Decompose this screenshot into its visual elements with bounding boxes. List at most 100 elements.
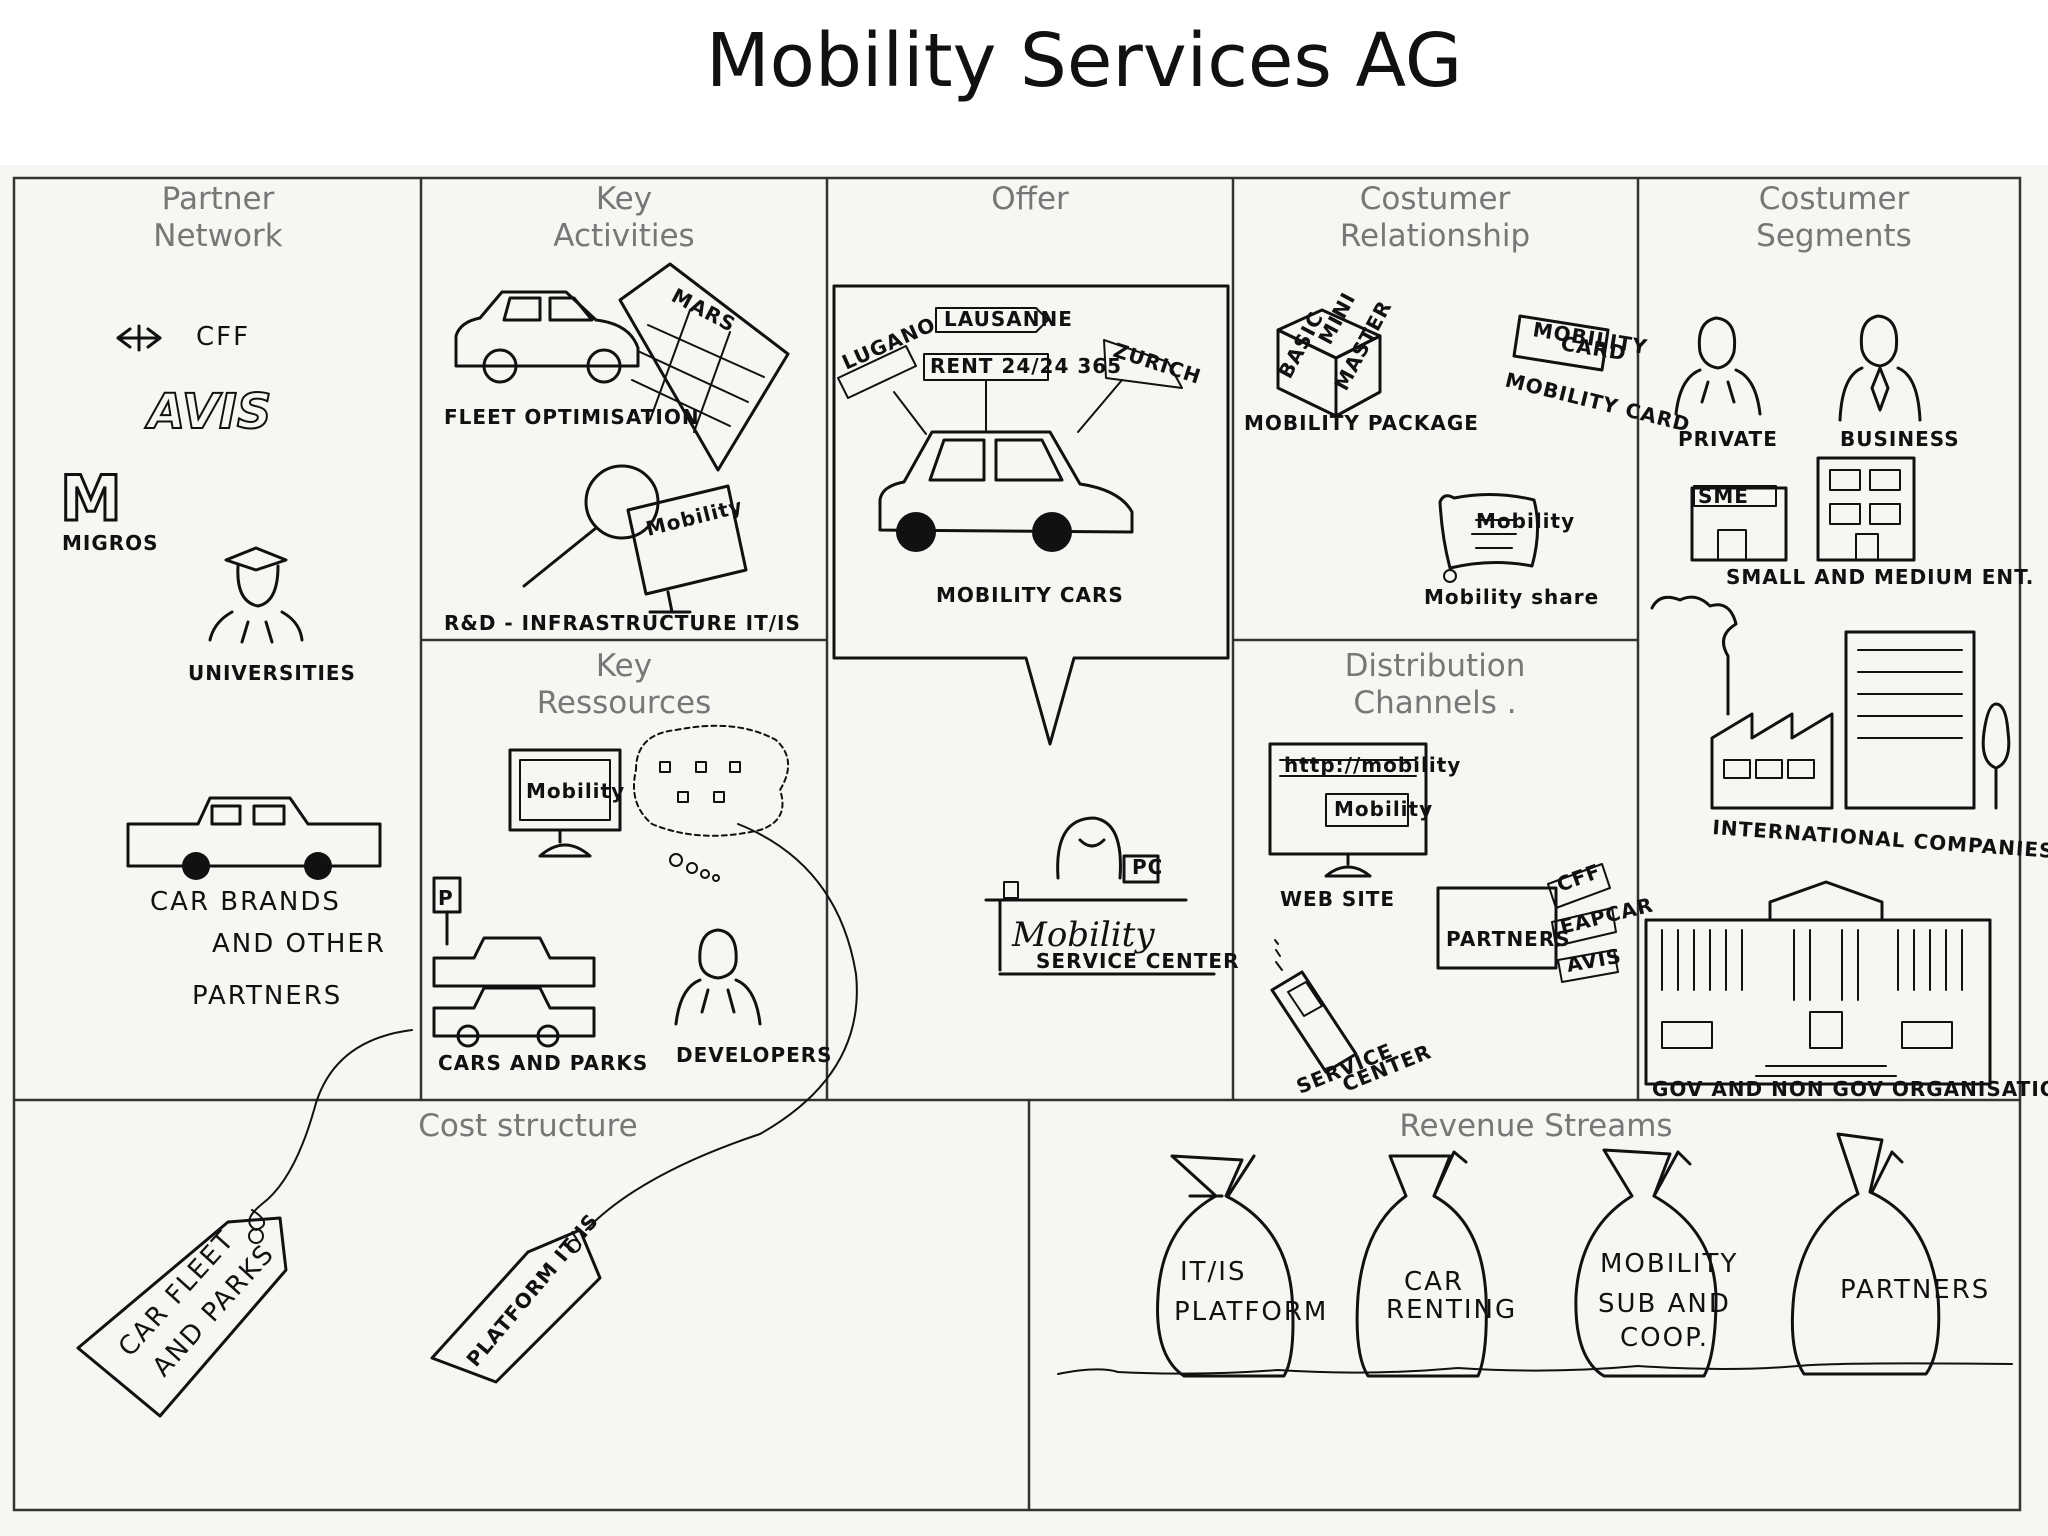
money-bag-icon <box>1355 1150 1488 1378</box>
url-label: http://mobility <box>1284 753 1461 777</box>
mobility-share-label: Mobility share <box>1424 585 1599 609</box>
car-brands-label-1: CAR BRANDS <box>150 887 341 917</box>
money-bag-icon <box>1156 1154 1295 1378</box>
speech-bubble-icon <box>832 284 1230 746</box>
mobile-phone-icon <box>1270 939 1358 1074</box>
bag-2-label-2: RENTING <box>1386 1295 1517 1325</box>
basic-label: BASIC <box>1273 307 1328 382</box>
international-label: INTERNATIONAL COMPANIES <box>1712 815 2048 863</box>
rent-label: RENT 24/24 365 <box>930 354 1122 378</box>
business-label: BUSINESS <box>1840 427 1960 451</box>
service-center-label: SERVICE CENTER <box>1036 949 1239 973</box>
ground-line <box>1057 1362 2013 1375</box>
cff-label: CFF <box>196 322 250 352</box>
key-resources-screen-label: Mobility <box>526 779 625 803</box>
car-icon <box>454 290 640 384</box>
universities-label: UNIVERSITIES <box>188 661 356 685</box>
distribution-channels-header-1: Distribution <box>1345 648 1526 684</box>
parking-sign-icon <box>432 876 462 946</box>
avis-logo: AVIS <box>144 384 271 440</box>
share-doc-label: Mobility <box>1476 509 1575 533</box>
money-bag-icon <box>1574 1148 1718 1378</box>
package-box-icon <box>1276 308 1382 418</box>
bag-3-label-3: COOP. <box>1620 1323 1709 1353</box>
service-desk-icon <box>984 816 1216 976</box>
magnifier-icon <box>522 464 660 588</box>
business-person-icon <box>1838 314 1922 422</box>
mobility-card-label: MOBILITY CARD <box>1503 368 1693 437</box>
mobility-package-label: MOBILITY PACKAGE <box>1244 411 1479 435</box>
key-resources-header-2: Ressources <box>537 685 711 721</box>
key-resources-header-1: Key <box>596 648 652 684</box>
pc-label: PC <box>1132 855 1163 879</box>
cars-parks-label: CARS AND PARKS <box>438 1051 648 1075</box>
money-bag-icon <box>1790 1132 1941 1376</box>
customer-segments-block: Costumer Segments PRIVATE BUSINESS SME S… <box>1644 181 2048 1101</box>
parking-sign-label: P <box>438 886 454 910</box>
customer-relationship-block: Costumer Relationship BASIC MINI MASTER … <box>1244 181 1693 609</box>
key-resources-block: Key Ressources Mobility P <box>432 648 833 1075</box>
car-brands-label-3: PARTNERS <box>192 981 342 1011</box>
tag-europcar-label: EAPCAR <box>1557 892 1655 938</box>
revenue-streams-block: Revenue Streams IT/IS PLATFORM CAR RENTI… <box>1057 1108 2013 1378</box>
car-icon <box>126 796 382 880</box>
rd-label: R&D - INFRASTRUCTURE IT/IS <box>444 611 801 635</box>
key-activities-header-1: Key <box>596 181 652 217</box>
bag-3-label-2: SUB AND <box>1598 1289 1731 1319</box>
partners-sign-icon <box>1436 863 1619 983</box>
migros-label: MIGROS <box>62 531 159 555</box>
website-monitor-icon <box>1268 742 1428 878</box>
service-center-logo: Mobility <box>1011 915 1155 955</box>
distribution-channels-header-2: Channels . <box>1353 685 1516 721</box>
partners-channel-label: PARTNERS <box>1446 927 1571 951</box>
tag-string-2 <box>585 823 858 1231</box>
offer-block: Offer LUGANO LAUSANNE RENT 24/24 365 ZUR… <box>832 181 1239 976</box>
bag-2-label-1: CAR <box>1404 1267 1464 1297</box>
bag-1-label-2: PLATFORM <box>1174 1297 1328 1327</box>
web-site-label: WEB SITE <box>1280 887 1395 911</box>
small-buildings-icon <box>1690 456 1916 562</box>
customer-segments-header-1: Costumer <box>1759 181 1910 217</box>
car-icon <box>878 430 1134 552</box>
customer-relationship-header-2: Relationship <box>1340 218 1530 254</box>
partner-network-block: Partner Network CFF AVIS M MIGROS UNIVER… <box>59 181 386 1011</box>
mobility-card-icon <box>1512 314 1610 372</box>
developer-person-icon <box>674 928 762 1026</box>
site-box-label: Mobility <box>1334 797 1433 821</box>
certificate-icon <box>1438 492 1540 583</box>
factory-icon <box>1650 595 2011 810</box>
bag-1-label-1: IT/IS <box>1180 1257 1246 1287</box>
cff-logo-icon <box>116 324 162 352</box>
price-tag-icon <box>430 1228 602 1384</box>
bag-4-label-1: PARTNERS <box>1840 1275 1990 1305</box>
car-brands-label-2: AND OTHER <box>212 929 386 959</box>
offer-header: Offer <box>991 181 1069 217</box>
parked-cars-icon <box>432 936 596 1048</box>
private-person-icon <box>1674 316 1762 416</box>
cost-structure-header: Cost structure <box>418 1108 637 1144</box>
partner-network-header-1: Partner <box>162 181 275 217</box>
revenue-streams-header: Revenue Streams <box>1399 1108 1672 1144</box>
customer-segments-header-2: Segments <box>1756 218 1912 254</box>
price-tag-icon <box>76 1216 288 1418</box>
sme-label: SMALL AND MEDIUM ENT. <box>1726 565 2034 589</box>
canvas-background <box>0 165 2048 1536</box>
lausanne-label: LAUSANNE <box>944 307 1073 331</box>
key-activities-header-2: Activities <box>553 218 694 254</box>
computer-icon <box>508 748 622 858</box>
spreadsheet-icon <box>618 262 790 472</box>
migros-logo-icon: M <box>60 462 122 535</box>
tag-string-1 <box>248 1029 413 1231</box>
distribution-channels-block: Distribution Channels . http://mobility … <box>1268 648 1656 1099</box>
sme-sign-label: SME <box>1698 484 1749 508</box>
developers-label: DEVELOPERS <box>676 1043 833 1067</box>
government-building-icon <box>1644 880 1992 1086</box>
canvas-grid <box>12 176 2022 1512</box>
tag-cff-label: CFF <box>1554 859 1605 897</box>
fleet-optimisation-label: FLEET OPTIMISATION <box>444 405 700 429</box>
signpost-icon <box>837 307 1183 435</box>
key-activities-block: Key Activities MARS FLEET OPTIMISATION M… <box>444 181 801 635</box>
page-title: Mobility Services AG <box>705 18 1463 104</box>
private-label: PRIVATE <box>1678 427 1778 451</box>
